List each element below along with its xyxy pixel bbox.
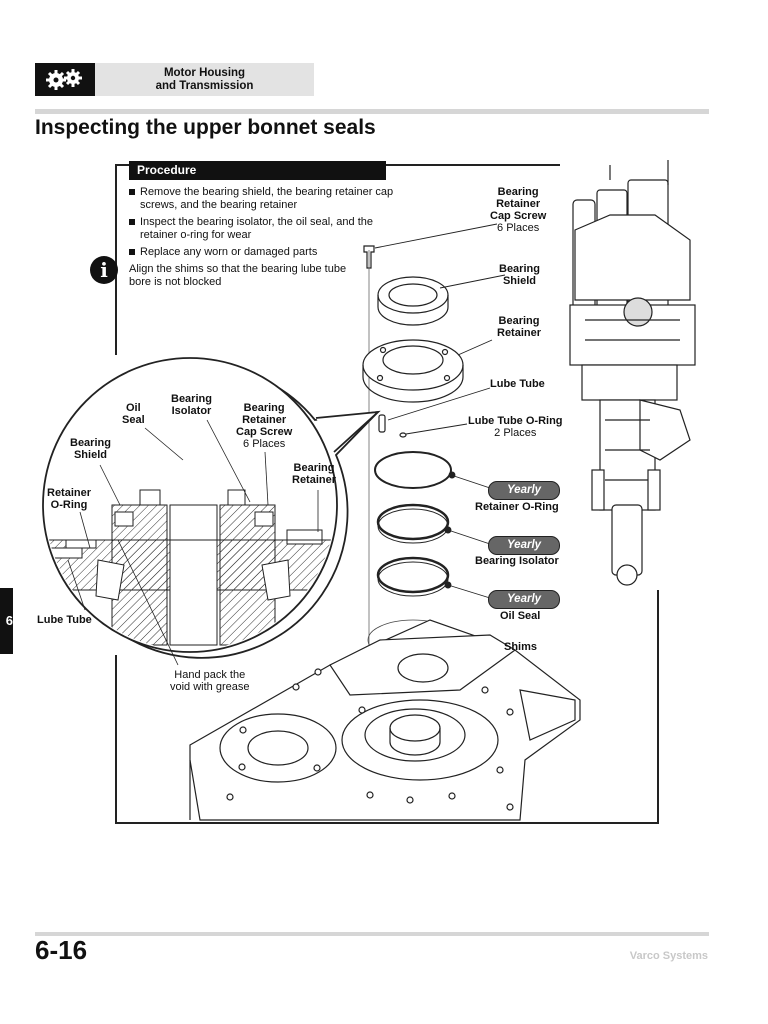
procedure-step: Replace any worn or damaged parts bbox=[129, 246, 399, 259]
page-title: Inspecting the upper bonnet seals bbox=[35, 116, 376, 139]
label-bearing-shield: Bearing Shield bbox=[499, 263, 540, 287]
detail-cross-section bbox=[45, 489, 335, 646]
detail-label-lube-tube: Lube Tube bbox=[37, 614, 92, 626]
section-title-line2: and Transmission bbox=[155, 79, 254, 92]
label-shims: Shims bbox=[504, 641, 538, 653]
procedure-steps: Remove the bearing shield, the bearing r… bbox=[129, 186, 399, 264]
label-oil-seal: Oil Seal bbox=[500, 610, 541, 622]
section-title: Motor Housing and Transmission bbox=[95, 63, 314, 96]
grease-note: Hand pack the void with grease bbox=[170, 669, 250, 693]
procedure-note: Align the shims so that the bearing lube… bbox=[129, 263, 347, 288]
label-lube-tube-oring: Lube Tube O-Ring 2 Places bbox=[468, 415, 563, 439]
exploded-components bbox=[362, 245, 464, 720]
gears-icon bbox=[35, 63, 95, 96]
top-divider bbox=[35, 109, 709, 114]
yearly-badge: Yearly bbox=[488, 481, 560, 500]
transmission-housing bbox=[189, 619, 581, 821]
page-number: 6-16 bbox=[35, 935, 88, 965]
detail-label-retainer-oring: Retainer O-Ring bbox=[47, 487, 92, 511]
info-icon: i bbox=[90, 256, 118, 284]
detail-label-cap-screw: Bearing Retainer Cap Screw 6 Places bbox=[236, 402, 293, 450]
detail-label-bearing-shield: Bearing Shield bbox=[70, 437, 111, 461]
label-bearing-retainer: Bearing Retainer bbox=[497, 315, 542, 339]
chapter-tab: 6 bbox=[0, 588, 13, 654]
top-drive-machine bbox=[569, 160, 696, 586]
label-cap-screw: Bearing Retainer Cap Screw 6 Places bbox=[490, 186, 547, 234]
procedure-step: Remove the bearing shield, the bearing r… bbox=[129, 186, 399, 211]
detail-leaders bbox=[67, 419, 319, 666]
bottom-divider bbox=[35, 932, 709, 936]
label-retainer-oring: Retainer O-Ring bbox=[475, 501, 559, 513]
yearly-badge: Yearly bbox=[488, 590, 560, 609]
label-bearing-isolator: Bearing Isolator bbox=[475, 555, 559, 567]
section-title-line1: Motor Housing bbox=[163, 66, 246, 79]
footer-brand: Varco Systems bbox=[629, 950, 708, 962]
detail-label-bearing-isolator: Bearing Isolator bbox=[171, 393, 212, 417]
procedure-heading: Procedure bbox=[129, 161, 386, 180]
label-lube-tube: Lube Tube bbox=[490, 378, 545, 390]
yearly-badge: Yearly bbox=[488, 536, 560, 555]
detail-label-oil-seal: Oil Seal bbox=[122, 402, 145, 426]
detail-label-bearing-retainer: Bearing Retainer bbox=[292, 462, 337, 486]
procedure-step: Inspect the bearing isolator, the oil se… bbox=[129, 216, 399, 241]
